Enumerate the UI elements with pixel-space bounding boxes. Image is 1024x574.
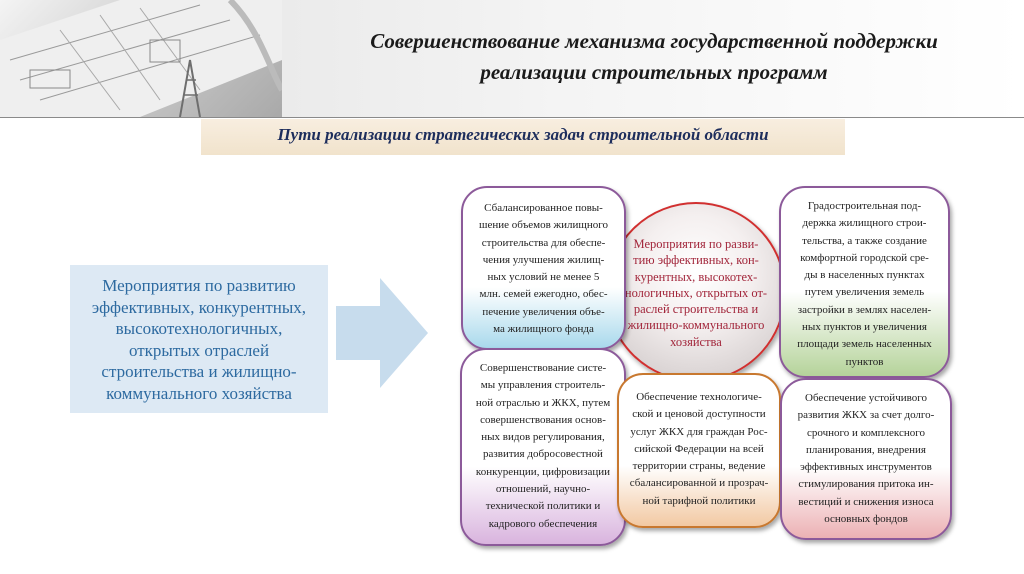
bubble-line: Обеспечение устойчивого: [805, 392, 927, 404]
bubble-line: печение увеличения объе-: [482, 305, 605, 318]
construction-blueprint-image: [0, 0, 282, 117]
bubble-line: планирования, внедрения: [806, 443, 926, 456]
bubble-line: ных видов регулирования,: [481, 431, 605, 444]
bubble-line: чения улучшения жилищ-: [482, 253, 605, 266]
bubble-line: Градостроительная под-: [807, 200, 922, 212]
bubble-line: территории страны, ведение: [632, 460, 766, 473]
bubble-text: Сбалансированное повы- шение объемов жил…: [463, 200, 624, 338]
title-line: реализации строительных программ: [480, 60, 828, 84]
title-line: Совершенствование механизма государствен…: [370, 29, 938, 53]
left-box-text: Мероприятия по развитию эффективных, кон…: [74, 275, 324, 404]
bubble-line: ской и ценовой доступности: [632, 408, 766, 421]
left-box-line: коммунального хозяйства: [106, 383, 292, 403]
bubble-line: вестиций и снижения износа: [798, 495, 934, 508]
left-box-line: строительства и жилищно-: [101, 362, 297, 381]
bubble-bottom-right: Обеспечение устойчивого развития ЖКХ за …: [780, 378, 952, 540]
bubble-line: развития добросовестной: [483, 448, 603, 461]
subtitle-band: Пути реализации стратегических задач стр…: [201, 119, 845, 155]
left-box-line: высокотехнологичных,: [115, 319, 283, 338]
page-title: Совершенствование механизма государствен…: [290, 26, 1018, 88]
bubble-line: Совершенствование систе-: [479, 362, 607, 374]
bubble-text: Градостроительная под- держка жилищного …: [781, 198, 948, 371]
bubble-line: ды в населенных пунктах: [804, 269, 925, 282]
bubble-line: технической политики и: [485, 500, 601, 513]
bubble-line: путем увеличения земель: [804, 286, 925, 299]
bubble-line: отношений, научно-: [495, 483, 591, 496]
bubble-line: ной отраслью и ЖКХ, путем: [475, 396, 611, 409]
bubble-line: застройки в землях населен-: [797, 303, 932, 316]
center-line: жилищно-коммунального: [627, 318, 765, 333]
bubble-line: кадрового обеспечения: [488, 517, 598, 530]
bubble-bottom-left: Совершенствование систе- мы управления с…: [460, 348, 626, 546]
bubble-bottom-middle: Обеспечение технологиче- ской и ценовой …: [617, 373, 781, 528]
bubble-line: площади земель населенных: [797, 338, 932, 351]
bubble-line: конкуренции, цифровизации: [475, 465, 611, 478]
center-line: нологичных, открытых от-: [624, 285, 768, 300]
bubble-line: шение объемов жилищного: [478, 219, 608, 232]
bubble-line: основных фондов: [824, 513, 908, 526]
center-line: тию эффективных, кон-: [633, 253, 759, 268]
bubble-line: Сбалансированное повы-: [484, 202, 603, 214]
bubble-line: ма жилищного фонда: [493, 323, 594, 336]
center-line: Мероприятия по разви-: [633, 237, 759, 251]
center-line: хозяйства: [670, 334, 722, 349]
bubble-line: млн. семей ежегодно, обес-: [479, 288, 608, 301]
header-bar: Совершенствование механизма государствен…: [0, 0, 1024, 118]
bubble-top-right: Градостроительная под- держка жилищного …: [779, 186, 950, 378]
right-arrow-icon: [336, 278, 428, 388]
bubble-line: срочного и комплексного: [806, 426, 925, 439]
bubble-text: Обеспечение технологиче- ской и ценовой …: [619, 389, 779, 510]
bubble-top-left: Сбалансированное повы- шение объемов жил…: [461, 186, 626, 350]
left-box-line: эффективных, конкурентных,: [91, 297, 307, 317]
center-circle: Мероприятия по разви- тию эффективных, к…: [606, 202, 786, 382]
center-line: курентных, высокотех-: [634, 269, 758, 284]
bubble-line: услуг ЖКХ для граждан Рос-: [630, 425, 768, 438]
left-box-line: открытых отраслей: [128, 340, 270, 360]
bubble-line: пунктов: [845, 355, 884, 368]
subtitle: Пути реализации стратегических задач стр…: [277, 125, 769, 144]
bubble-line: ных пунктов и увеличения: [802, 321, 927, 334]
bubble-line: комфортной городской сре-: [800, 251, 929, 264]
bubble-line: сийской Федерации на всей: [634, 442, 764, 455]
bubble-line: мы управления строитель-: [480, 379, 606, 392]
bubble-line: тельства, а также создание: [802, 234, 927, 247]
bubble-line: Обеспечение технологиче-: [636, 391, 762, 403]
center-line: раслей строительства и: [633, 302, 759, 317]
bubble-line: развития ЖКХ за счет долго-: [797, 409, 935, 422]
bubble-line: сбалансированной и прозрач-: [629, 477, 769, 490]
bubble-line: ной тарифной политики: [642, 494, 756, 507]
bubble-line: стимулирования притока ин-: [798, 478, 934, 491]
left-box-line: Мероприятия по развитию: [102, 276, 296, 295]
left-info-box: Мероприятия по развитию эффективных, кон…: [70, 265, 328, 413]
bubble-line: эффективных инструментов: [800, 461, 932, 474]
bubble-line: ных условий не менее 5: [487, 271, 600, 284]
bubble-line: совершенствования основ-: [480, 413, 606, 426]
bubble-text: Совершенствование систе- мы управления с…: [462, 360, 624, 533]
bubble-line: строительства для обеспе-: [481, 236, 606, 249]
bubble-line: держка жилищного строи-: [802, 217, 927, 230]
center-text: Мероприятия по разви- тию эффективных, к…: [608, 236, 784, 350]
bubble-text: Обеспечение устойчивого развития ЖКХ за …: [782, 390, 950, 528]
